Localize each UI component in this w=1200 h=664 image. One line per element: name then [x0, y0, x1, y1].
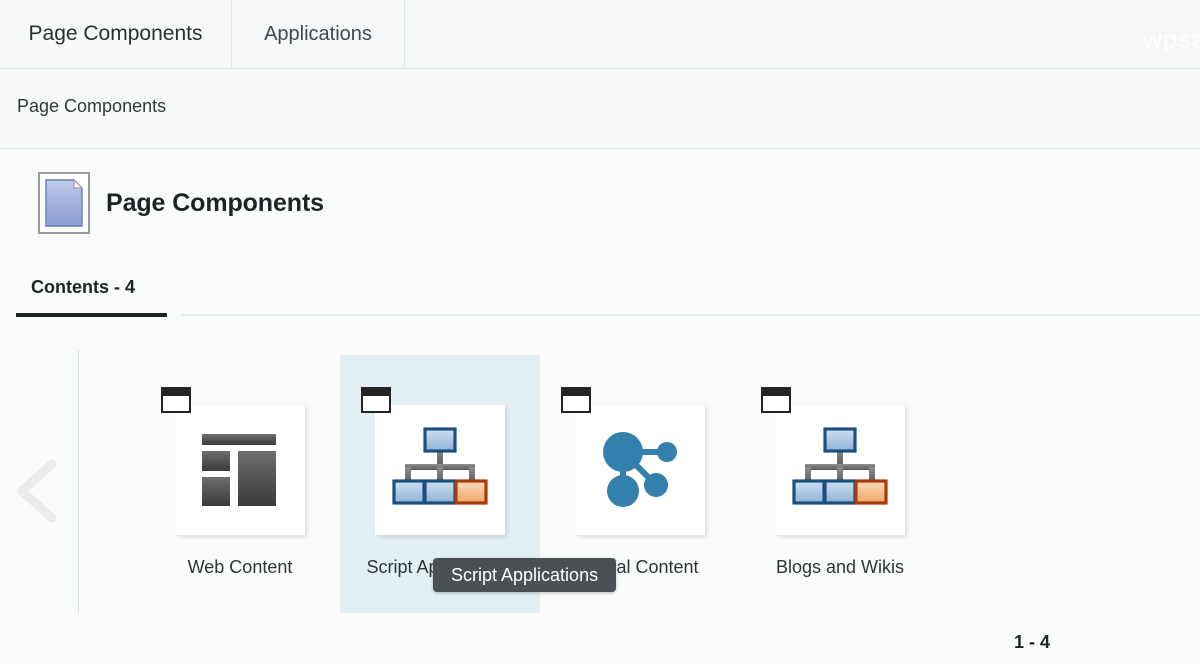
tile-label: Blogs and Wikis [775, 557, 905, 577]
tab-page-components-label: Page Components [28, 21, 203, 45]
folder-tab-icon [161, 387, 191, 413]
chevron-left-icon[interactable] [8, 458, 64, 524]
tooltip-text: Script Applications [451, 564, 599, 585]
hierarchy-icon [375, 405, 505, 535]
folder-tab-icon [361, 387, 391, 413]
top-tabstrip: Page Components Applications [0, 0, 1200, 69]
breadcrumb[interactable]: Page Components [17, 96, 167, 116]
breadcrumb-bar: Page Components [0, 69, 1200, 149]
folder-tab-icon [561, 387, 591, 413]
tab-applications-label: Applications [264, 23, 372, 45]
page-title: Page Components [106, 188, 324, 217]
tab-applications[interactable]: Applications [231, 0, 405, 69]
contents-tab-active-underline [16, 313, 167, 317]
folder-tab-icon [761, 387, 791, 413]
tiles-left-divider [78, 350, 79, 613]
pagination-indicator: 1 - 4 [1014, 632, 1051, 652]
tile-web-content[interactable]: Web Content [140, 355, 340, 613]
network-share-icon [575, 405, 705, 535]
tile-card [761, 387, 905, 535]
tile-label: Web Content [187, 557, 293, 577]
tabstrip-baseline [0, 68, 1200, 69]
tab-contents[interactable]: Contents - 4 [31, 277, 136, 297]
breadcrumb-separator-rule [0, 148, 1200, 149]
tile-card [361, 387, 505, 535]
contents-tabbar: Contents - 4 [0, 277, 1200, 317]
page-document-icon [38, 172, 90, 234]
contents-tabbar-rule [182, 314, 1200, 316]
hierarchy-icon [775, 405, 905, 535]
tooltip: Script Applications [433, 558, 617, 592]
tile-blogs-and-wikis[interactable]: Blogs and Wikis [740, 355, 940, 613]
page-header: Page Components [38, 172, 324, 234]
tile-card [561, 387, 705, 535]
tile-card [161, 387, 305, 535]
web-layout-icon [175, 405, 305, 535]
tab-page-components[interactable]: Page Components [0, 0, 231, 69]
tile-social-content[interactable]: Social Content [540, 355, 740, 613]
